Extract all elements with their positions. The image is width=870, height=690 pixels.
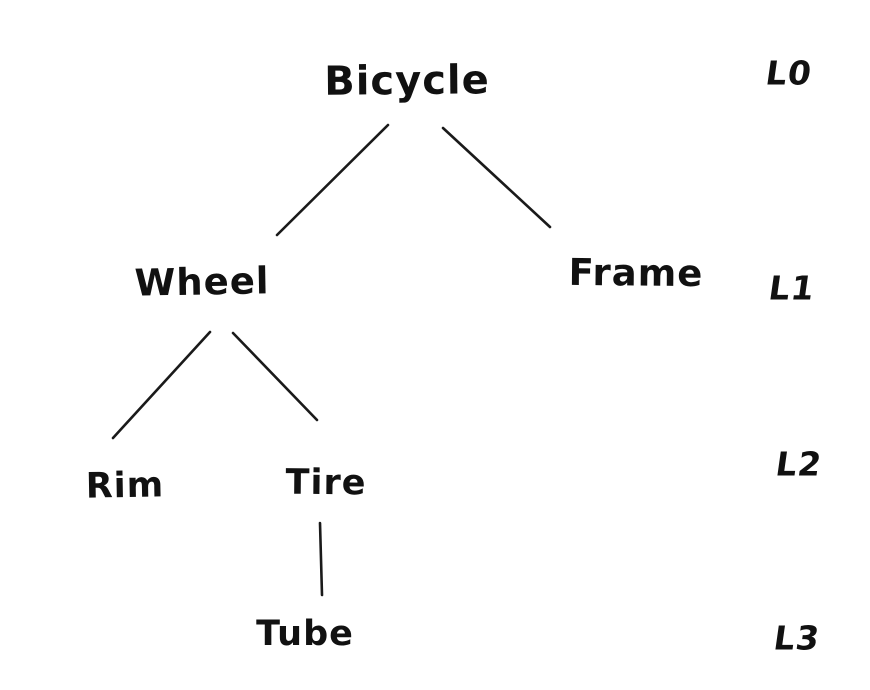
node-wheel: Wheel [134, 259, 270, 305]
edge-wheel-tire [231, 331, 319, 422]
edge-tire-tube [318, 521, 324, 597]
level-label-l1: L1 [766, 268, 818, 308]
level-label-l2: L2 [773, 444, 825, 484]
edge-bicycle-wheel [275, 123, 390, 237]
level-label-l3: L3 [771, 618, 823, 658]
node-frame: Frame [568, 250, 704, 296]
edge-bicycle-frame [441, 126, 552, 229]
node-bicycle: Bicycle [324, 57, 490, 105]
node-tube: Tube [256, 614, 354, 654]
level-label-l0: L0 [763, 53, 815, 93]
node-tire: Tire [285, 462, 367, 504]
edge-wheel-rim [111, 330, 212, 440]
node-rim: Rim [85, 465, 165, 507]
